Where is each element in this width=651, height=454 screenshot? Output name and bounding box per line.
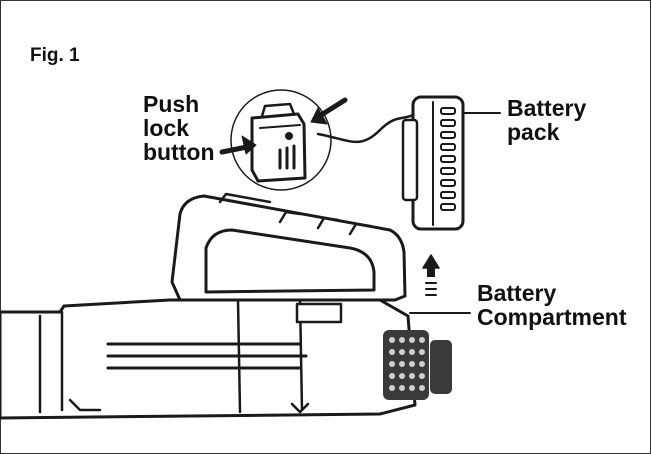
vent-grille [383, 330, 452, 400]
push-lock-detail [219, 89, 348, 191]
battery-pack-drawing [401, 95, 465, 231]
blower-handle [170, 192, 407, 302]
lock-wire [316, 113, 415, 144]
blower-body [0, 298, 417, 420]
battery-compartment-label: Battery Compartment [477, 280, 627, 331]
figure-label: Fig. 1 [30, 45, 80, 66]
battery-pack-label: Battery pack [507, 95, 587, 146]
insert-arrow [422, 254, 440, 296]
push-lock-button-label: Push lock button [143, 91, 215, 166]
